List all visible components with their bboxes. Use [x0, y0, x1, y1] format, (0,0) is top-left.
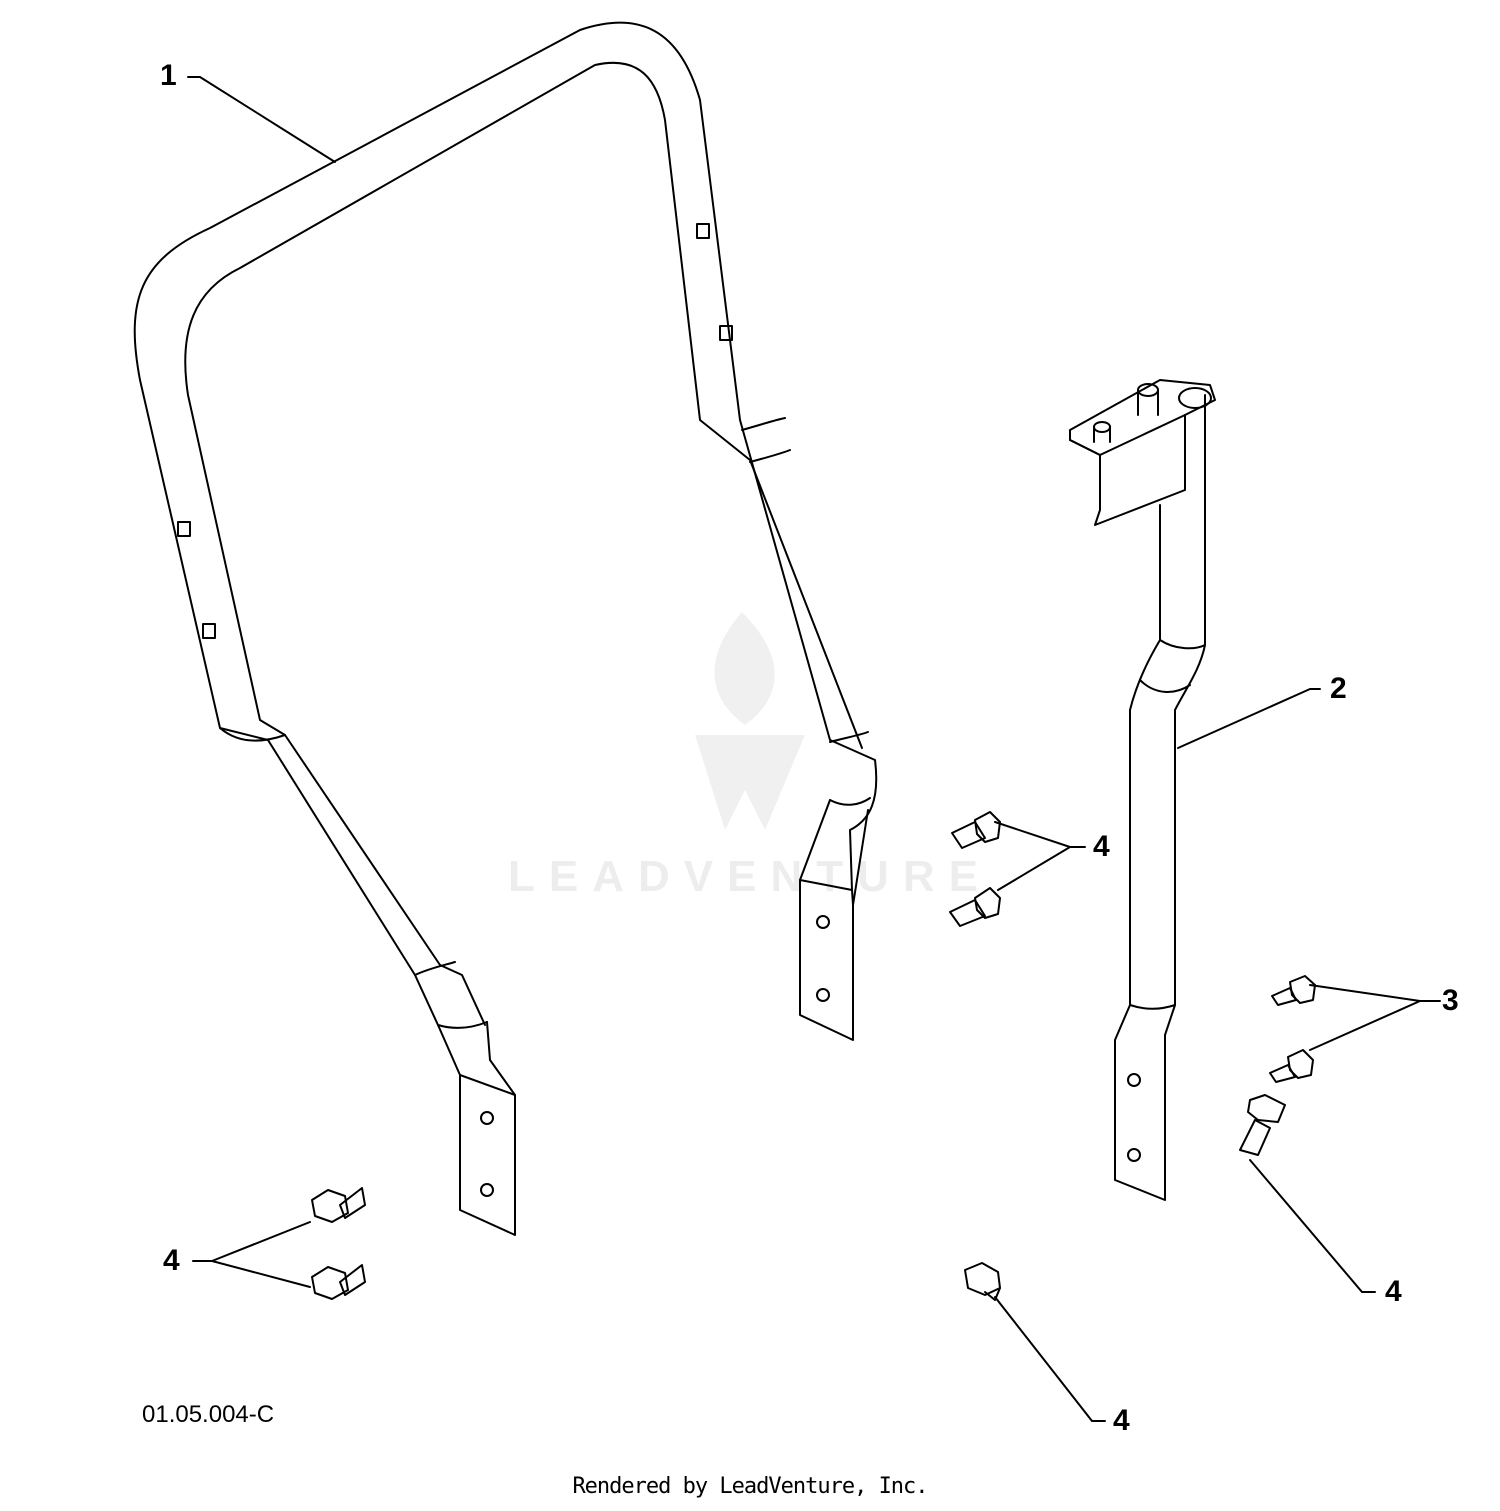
roll-bar-right-plate-hole-top — [816, 915, 830, 929]
leader-line-4-right — [1249, 1159, 1376, 1293]
roll-bar-tab — [696, 223, 710, 239]
bolt-icon — [949, 887, 1001, 927]
roll-bar-outer-edge — [133, 21, 878, 1076]
support-bar-hole-bottom — [1127, 1148, 1141, 1162]
bolt-icon — [1269, 1049, 1314, 1083]
footer-credit: Rendered by LeadVenture, Inc. — [572, 1474, 928, 1499]
callout-2: 2 — [1330, 672, 1347, 705]
callout-4-left: 4 — [163, 1244, 180, 1277]
roll-bar-bend-lower-right — [829, 731, 869, 743]
roll-bar-bend-right-2 — [749, 449, 791, 463]
roll-bar-left-plate — [459, 1021, 516, 1236]
diagram-code: 01.05.004-C — [142, 1401, 275, 1428]
bolt-icon — [1239, 1094, 1286, 1156]
roll-bar-left-plate-hole-bottom — [480, 1183, 494, 1197]
leader-line-1 — [187, 76, 336, 163]
roll-bar-inner-edge — [184, 61, 863, 1026]
support-bar-band-3 — [1129, 1004, 1176, 1010]
roll-bar-tab — [177, 521, 191, 537]
support-bracket-hole — [1178, 387, 1212, 409]
support-bracket-pin-tall — [1137, 389, 1159, 416]
watermark-logo-icon — [695, 612, 805, 830]
leader-line-4-upper — [994, 821, 1086, 891]
bolt-icon — [951, 811, 1001, 849]
bolt-icon — [311, 1264, 366, 1300]
roll-bar-bend-right — [741, 417, 786, 431]
leader-line-4-left — [192, 1221, 311, 1288]
watermark-text: LEADVENTURE — [507, 852, 993, 901]
roll-bar-bend-lower-right-2 — [829, 797, 871, 806]
roll-bar-tab — [202, 623, 216, 639]
roll-bar-bend-lower-left-2 — [437, 1021, 488, 1029]
bolt-icon — [311, 1187, 366, 1223]
callout-4-bottom: 4 — [1113, 1404, 1130, 1437]
callout-4-right: 4 — [1385, 1275, 1402, 1308]
roll-bar-right-plate-neck — [799, 799, 869, 906]
leader-line-2 — [1177, 688, 1321, 749]
bolt-icon — [1271, 975, 1316, 1006]
support-bracket — [1069, 379, 1216, 526]
support-bracket-pin-short — [1093, 426, 1111, 443]
support-bracket-pin-short-cap — [1093, 421, 1111, 433]
callout-1: 1 — [160, 59, 177, 92]
roll-bar-bend-left — [219, 727, 286, 742]
support-bracket-fold — [1069, 414, 1186, 456]
roll-bar-bend-lower-left — [414, 961, 456, 976]
support-bar-hole-top — [1127, 1073, 1141, 1087]
leader-line-4-bottom — [994, 1296, 1106, 1422]
callout-3: 3 — [1442, 984, 1459, 1017]
roll-bar-left-plate-hole-top — [480, 1111, 494, 1125]
callout-4-upper: 4 — [1093, 830, 1110, 863]
support-bar-band — [1159, 639, 1206, 650]
roll-bar-right-plate — [799, 879, 854, 1041]
roll-bar-tab — [719, 325, 733, 341]
support-bar-tube — [1114, 394, 1206, 1201]
support-bracket-pin-tall-cap — [1137, 383, 1159, 397]
leader-line-3 — [1309, 984, 1441, 1051]
roll-bar-right-plate-hole-bottom — [816, 988, 830, 1002]
support-bar-band-2 — [1139, 679, 1191, 693]
bolt-icon — [964, 1262, 1001, 1301]
roll-bar-left-plate-fold — [459, 1074, 516, 1096]
